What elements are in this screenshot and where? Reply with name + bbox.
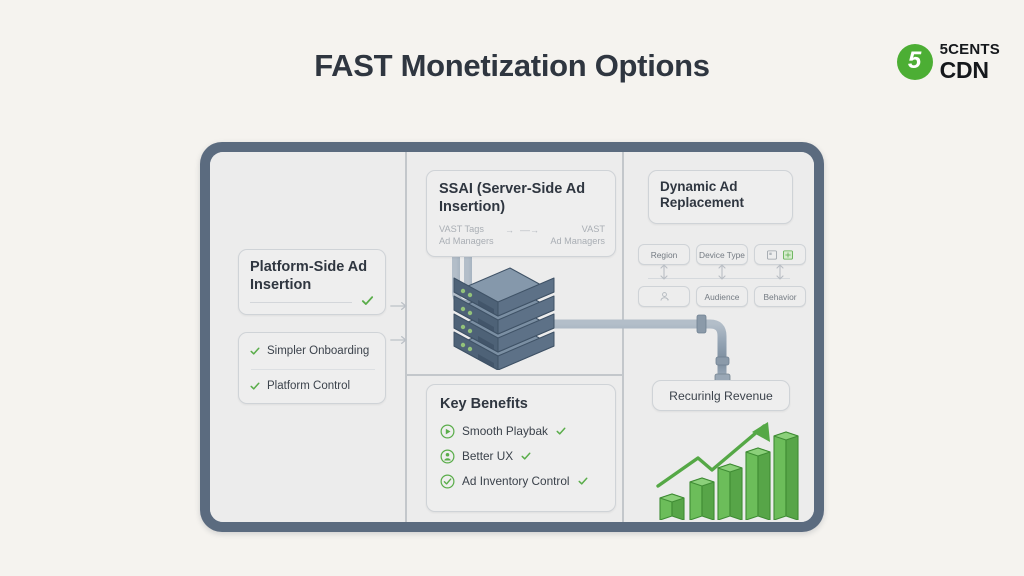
chip-region[interactable]: Region bbox=[638, 244, 690, 265]
divider-right bbox=[622, 152, 624, 522]
play-circle-icon bbox=[440, 424, 455, 439]
logo-mark-icon: 5 bbox=[896, 44, 933, 80]
check-icon bbox=[521, 452, 531, 460]
benefit-divider bbox=[251, 369, 375, 370]
chip-screen-icons[interactable] bbox=[754, 244, 806, 265]
chip-device-type[interactable]: Device Type bbox=[696, 244, 748, 265]
screen-icon bbox=[767, 249, 777, 260]
recurring-revenue-card[interactable]: Recurinlg Revenue bbox=[652, 380, 790, 411]
arrow-right-icon bbox=[390, 336, 407, 344]
targeting-chip-grid: Region Device Type bbox=[634, 242, 806, 314]
check-icon bbox=[578, 477, 588, 485]
list-item[interactable]: Better UX bbox=[440, 449, 603, 464]
dynamic-ad-replacement-card[interactable]: Dynamic Ad Replacement bbox=[648, 170, 793, 224]
divider-left bbox=[405, 152, 407, 522]
list-item[interactable]: Ad Inventory Control bbox=[440, 474, 603, 489]
check-icon bbox=[250, 382, 260, 390]
ssai-card[interactable]: SSAI (Server-Side Ad Insertion) VAST Tag… bbox=[426, 170, 616, 257]
ssai-flow-left-line2: Ad Managers bbox=[439, 236, 494, 247]
logo-line-1: 5CENTS bbox=[939, 41, 1000, 58]
chip-audience[interactable]: Audience bbox=[696, 286, 748, 307]
page-title: FAST Monetization Options bbox=[314, 48, 710, 83]
arrow-right-icon bbox=[390, 302, 407, 310]
ssai-flow-right-line2: Ad Managers bbox=[550, 236, 605, 247]
check-icon bbox=[361, 296, 374, 305]
key-benefit-label: Ad Inventory Control bbox=[462, 474, 570, 489]
ssai-flow-arrows: → ––→ bbox=[505, 224, 539, 237]
chip-link-icon bbox=[776, 264, 784, 280]
dynamic-ad-title: Dynamic Ad Replacement bbox=[660, 179, 745, 211]
ssai-flow-left-line1: VAST Tags bbox=[439, 224, 484, 235]
growth-chart bbox=[646, 420, 806, 521]
logo-line-2: CDN bbox=[939, 57, 989, 83]
ssai-flow-right: VAST Ad Managers bbox=[550, 224, 605, 248]
server-stack bbox=[426, 260, 621, 371]
ssai-flow-row: VAST Tags Ad Managers → ––→ VAST Ad Mana… bbox=[439, 224, 605, 248]
key-benefits-title: Key Benefits bbox=[440, 396, 528, 412]
chip-user-badge[interactable] bbox=[638, 286, 690, 307]
platform-side-title: Platform-Side Ad Insertion bbox=[250, 259, 368, 293]
screen-green-icon bbox=[783, 249, 793, 260]
key-benefit-label: Better UX bbox=[462, 449, 514, 464]
check-icon bbox=[250, 347, 260, 355]
ssai-flow-left: VAST Tags Ad Managers bbox=[439, 224, 494, 248]
list-item[interactable]: Smooth Playbak bbox=[440, 424, 603, 439]
chip-connector-line bbox=[648, 278, 790, 279]
logo-wordmark: 5CENTS CDN bbox=[940, 42, 1000, 82]
chip-link-icon bbox=[660, 264, 668, 280]
list-item[interactable]: Simpler Onboarding bbox=[239, 333, 385, 368]
benefit-label: Platform Control bbox=[267, 379, 351, 392]
platform-benefits-card[interactable]: Simpler Onboarding Platform Control bbox=[238, 332, 386, 404]
list-item[interactable]: Platform Control bbox=[239, 368, 385, 403]
flow-arrow-1-icon: → bbox=[504, 225, 514, 236]
ssai-title: SSAI (Server-Side Ad Insertion) bbox=[439, 181, 586, 215]
chip-link-icon bbox=[718, 264, 726, 280]
brand-logo: 5 5CENTS CDN bbox=[896, 42, 1000, 82]
user-badge-icon bbox=[659, 292, 669, 301]
check-circle-icon bbox=[440, 474, 455, 489]
divider-mid-horizontal bbox=[407, 374, 622, 376]
flow-arrow-2-icon: ––→ bbox=[519, 225, 539, 236]
user-circle-icon bbox=[440, 449, 455, 464]
benefit-label: Simpler Onboarding bbox=[267, 344, 370, 357]
check-icon bbox=[556, 427, 566, 435]
ssai-flow-right-line1: VAST bbox=[581, 224, 605, 235]
platform-divider bbox=[250, 302, 352, 303]
diagram-frame: Platform-Side Ad Insertion Simpler Onboa… bbox=[200, 142, 824, 532]
chip-behavior[interactable]: Behavior bbox=[754, 286, 806, 307]
key-benefit-label: Smooth Playbak bbox=[462, 424, 548, 439]
platform-side-ad-insertion-card[interactable]: Platform-Side Ad Insertion bbox=[238, 249, 386, 315]
key-benefits-card[interactable]: Key Benefits Smooth Playbak Better UX bbox=[426, 384, 616, 512]
server-stack-icon bbox=[453, 267, 555, 371]
diagram-canvas: Platform-Side Ad Insertion Simpler Onboa… bbox=[210, 152, 814, 522]
recurring-revenue-label: Recurinlg Revenue bbox=[669, 388, 773, 403]
bar-chart-growth-icon bbox=[656, 422, 799, 521]
